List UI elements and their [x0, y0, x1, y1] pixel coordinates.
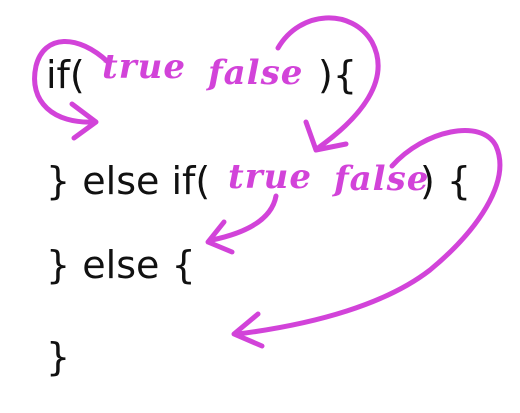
arrow-else-if-false-to-end	[235, 128, 503, 337]
code-line-else-if-close: ) {	[420, 159, 472, 203]
arrow-if-true-to-if-body	[32, 39, 111, 125]
arrow-if-false-to-else-if	[275, 15, 381, 151]
annotation-else-if-true: true	[228, 157, 312, 197]
code-line-else-if-open: } else if(	[46, 159, 211, 203]
arrow-if-true-head	[69, 101, 99, 141]
arrow-if-false-head	[303, 119, 349, 153]
code-line-if-open: if(	[46, 53, 85, 97]
annotation-else-if-false: false	[334, 159, 430, 199]
code-line-else: } else {	[46, 243, 196, 287]
arrow-else-if-false-head	[231, 311, 265, 349]
annotation-if-false: false	[208, 53, 304, 93]
code-line-closing-brace: }	[46, 335, 71, 379]
arrow-else-if-true-head	[205, 219, 235, 255]
code-line-if-close: ){	[318, 53, 358, 97]
arrow-else-if-true-to-else-body	[209, 193, 279, 243]
annotation-if-true: true	[102, 47, 186, 87]
